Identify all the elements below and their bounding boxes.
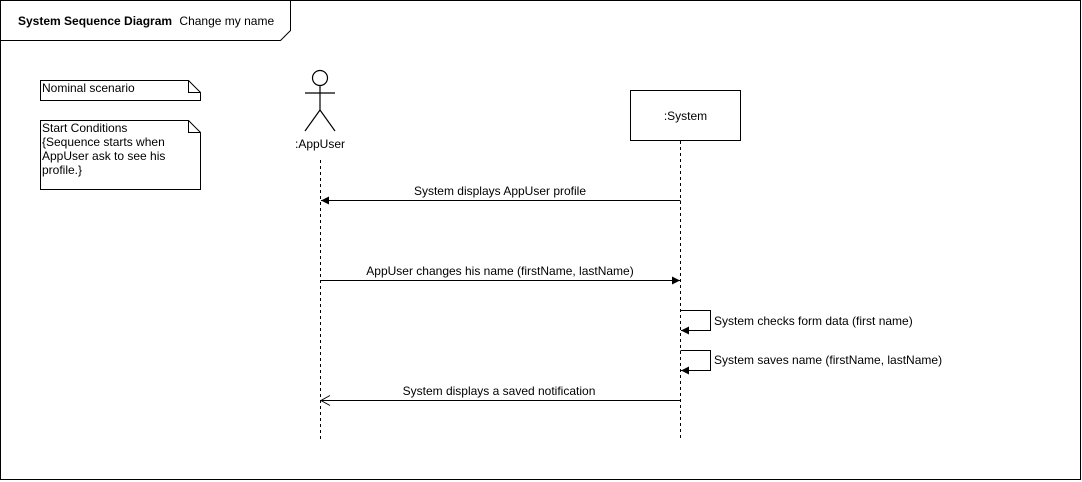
self-message-arrow [680, 350, 711, 375]
frame-title-bold: System Sequence Diagram [18, 14, 172, 28]
actor-label: :AppUser [295, 137, 345, 151]
system-label: :System [664, 109, 707, 123]
message-system-saved-notification: System displays a saved notification [319, 384, 681, 406]
frame-title-tab: System Sequence Diagram Change my name [0, 0, 291, 41]
note-nominal-scenario: Nominal scenario [40, 80, 201, 101]
message-label: System displays AppUser profile [414, 184, 586, 198]
frame-title: System Sequence Diagram Change my name [18, 14, 274, 28]
note-line: profile.} [42, 163, 82, 177]
message-system-displays-profile: System displays AppUser profile [321, 184, 681, 205]
note-line: Nominal scenario [42, 81, 135, 95]
note-line: AppUser ask to see his [42, 149, 165, 163]
actor-appuser: :AppUser [295, 69, 345, 151]
message-label: AppUser changes his name (firstName, las… [366, 264, 633, 278]
message-label: System displays a saved notification [403, 384, 596, 398]
message-label: System saves name (firstName, lastName) [714, 353, 942, 367]
note-line: {Sequence starts when [42, 135, 165, 149]
message-system-saves-name: System saves name (firstName, lastName) [680, 350, 942, 375]
note-start-conditions: Start Conditions {Sequence starts when A… [40, 120, 201, 190]
message-system-checks-form: System checks form data (first name) [680, 310, 913, 335]
self-message-arrow [680, 310, 711, 335]
participant-system: :System [630, 90, 741, 141]
message-appuser-changes-name: AppUser changes his name (firstName, las… [320, 264, 680, 285]
stick-figure-icon [304, 69, 336, 132]
frame-title-rest: Change my name [179, 14, 274, 28]
message-label: System checks form data (first name) [714, 314, 913, 328]
note-line: Start Conditions [42, 121, 127, 135]
